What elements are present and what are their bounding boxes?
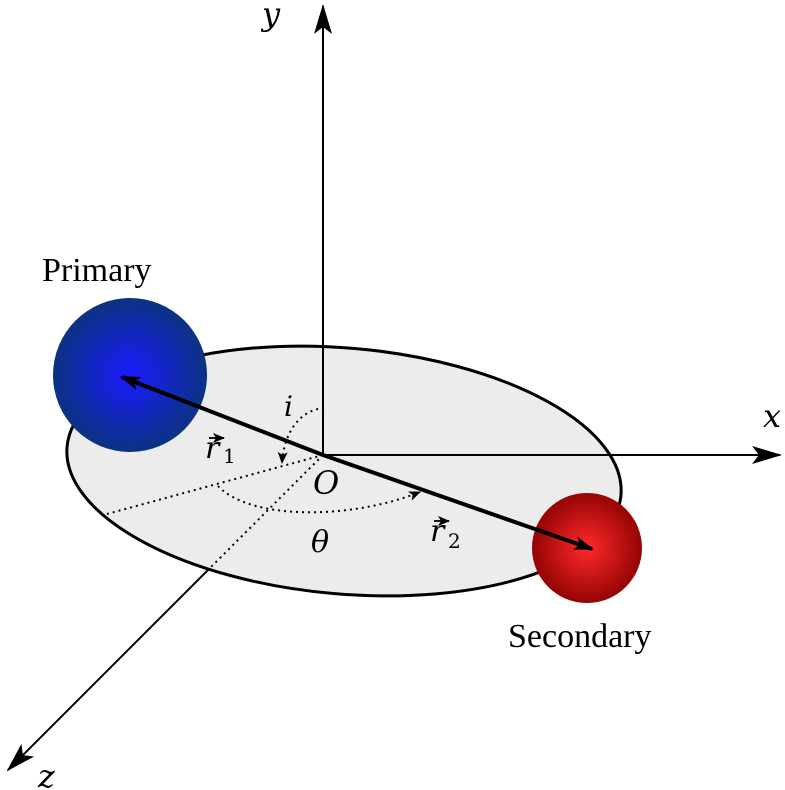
primary-label: Primary [42, 252, 152, 289]
secondary-label: Secondary [508, 618, 652, 655]
origin-label: O [313, 464, 339, 502]
r2-vector [322, 453, 594, 551]
theta-arc [217, 485, 421, 514]
r1-label: r 1 [205, 431, 236, 468]
r2-label-sub: 2 [448, 529, 461, 553]
inclination-arc [277, 407, 325, 464]
y-axis-label: y [260, 0, 281, 33]
theta-label: θ [311, 525, 329, 560]
r2-label: r 2 [430, 514, 461, 553]
r1-label-sub: 1 [223, 444, 236, 468]
line-of-nodes [106, 454, 324, 515]
inclination-label: i [284, 390, 293, 423]
z-axis-label: z [37, 757, 56, 790]
r1-label-base: r [205, 431, 221, 466]
r2-label-base: r [430, 514, 446, 549]
x-axis-label: x [763, 397, 781, 435]
z-axis [6, 569, 209, 772]
r1-vector [120, 375, 324, 457]
primary-star [53, 298, 207, 452]
